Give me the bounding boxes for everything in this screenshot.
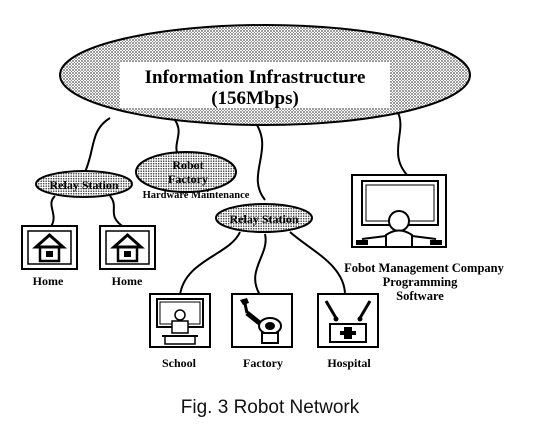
- robot-factory-label-2: Factory: [168, 172, 208, 186]
- link-relay-hospital: [289, 231, 346, 296]
- factory-robot-icon: [231, 293, 293, 348]
- link-relay-home1: [49, 195, 56, 229]
- robot-factory-label-1: Robot: [172, 158, 203, 172]
- link-relay-home2: [109, 195, 126, 229]
- hospital-label: Hospital: [327, 356, 371, 370]
- link-relay-school: [179, 231, 241, 296]
- factory-label: Factory: [243, 356, 283, 370]
- home-1-label: Home: [33, 274, 64, 288]
- information-infrastructure-title: Information Infrastructure: [145, 67, 366, 88]
- company-label-1: Fobot Management Company: [344, 261, 504, 275]
- school-label: School: [162, 356, 197, 370]
- link-info-relay-left: [84, 117, 111, 173]
- hospital-icon: [317, 293, 379, 348]
- company-label-3: Software: [396, 289, 444, 303]
- relay-station-left-node: [35, 170, 133, 198]
- house-icon: [99, 225, 156, 270]
- relay-station-left-label: Relay Station: [50, 178, 119, 192]
- company-label-2: Programming: [383, 275, 459, 289]
- house-icon: [21, 225, 78, 270]
- information-infrastructure-label-box: [120, 62, 390, 108]
- robot-factory-node: [135, 151, 237, 193]
- relay-station-right-node: [215, 203, 313, 233]
- school-icon: [149, 293, 211, 348]
- link-info-relay-right: [254, 121, 266, 201]
- link-relay-factory: [254, 233, 267, 296]
- hardware-maintenance-label: Hardware Maintenance: [143, 190, 250, 201]
- relay-station-right-label: Relay Station: [230, 212, 299, 226]
- information-infrastructure-speed: (156Mbps): [211, 88, 299, 109]
- figure-caption: Fig. 3 Robot Network: [181, 397, 360, 418]
- home-2-label: Home: [112, 274, 143, 288]
- computer-operator-icon: [351, 174, 447, 248]
